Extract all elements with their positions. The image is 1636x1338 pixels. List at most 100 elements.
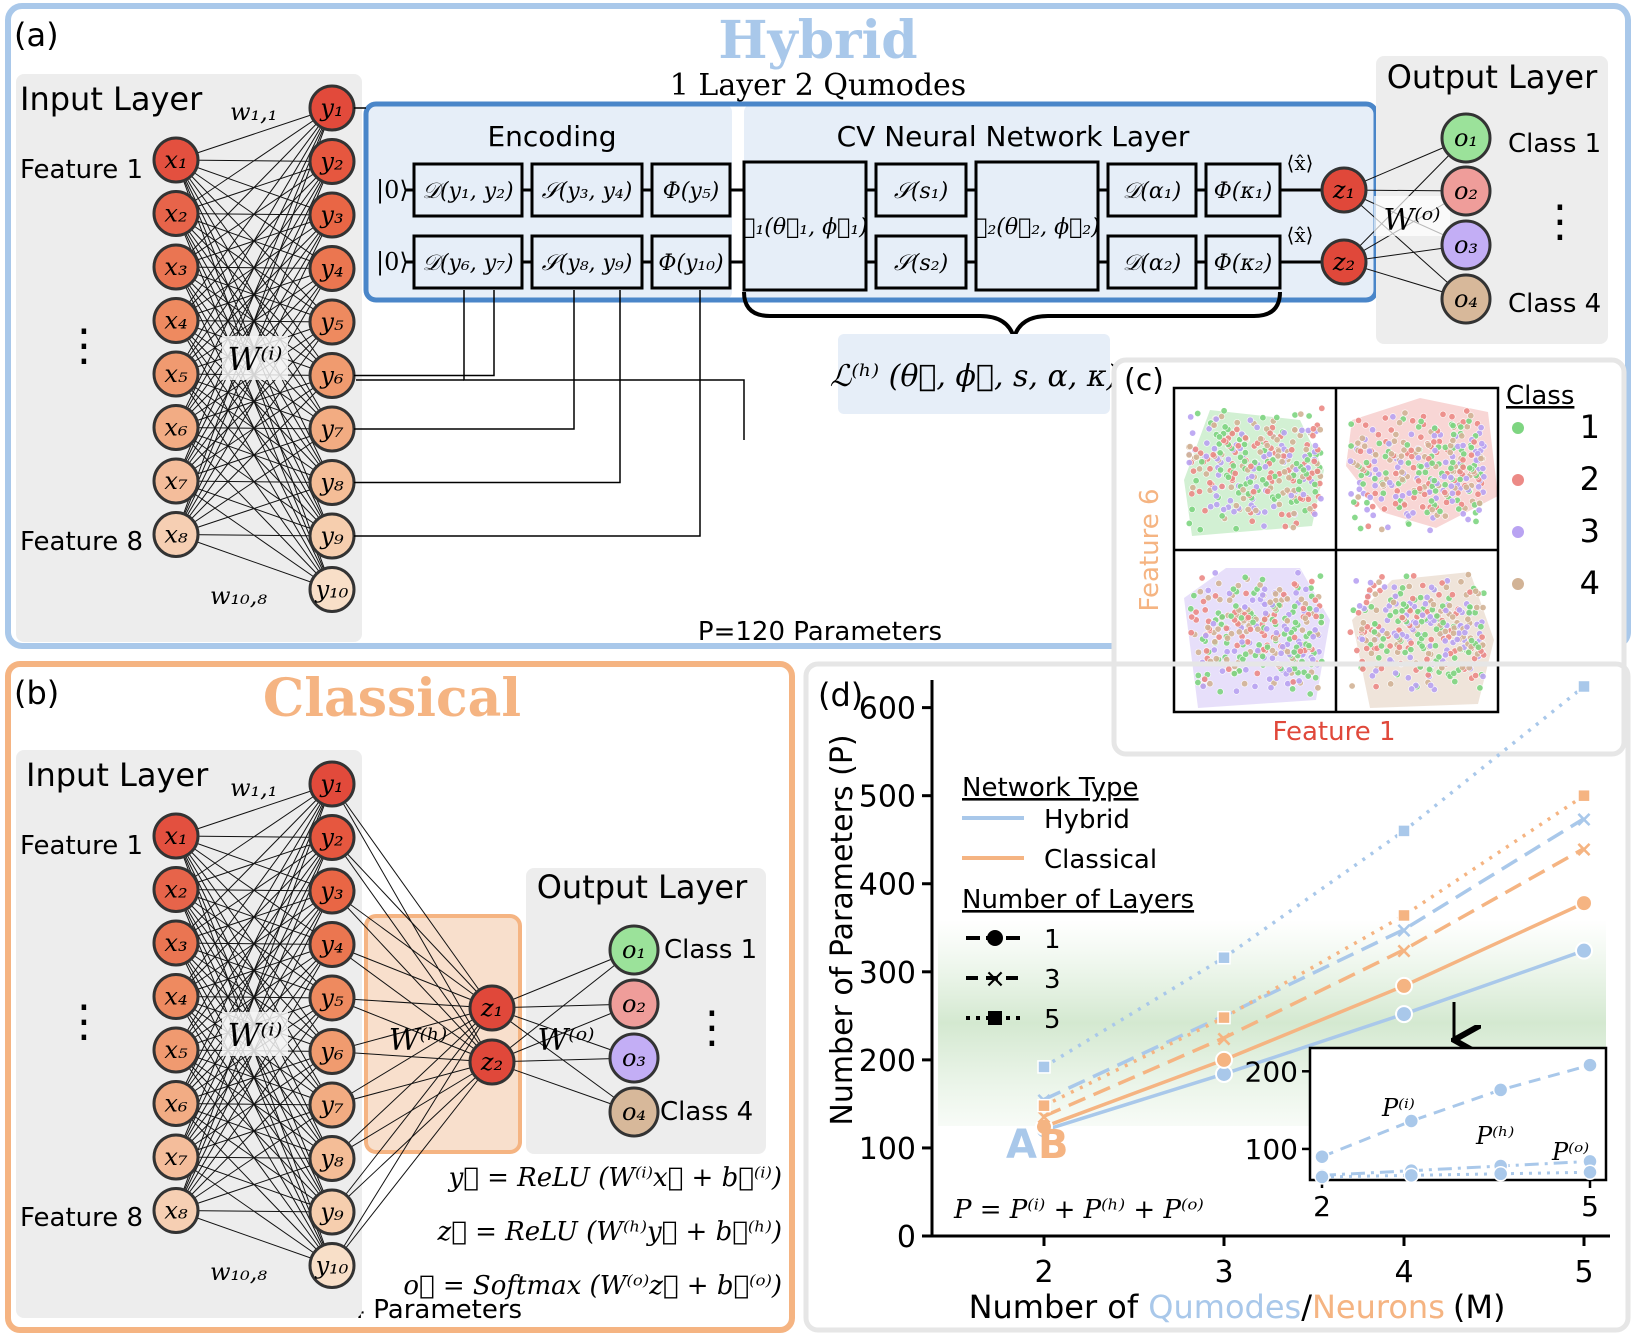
- inset-series-3: [1314, 1164, 1598, 1185]
- scatter-point: [1305, 642, 1313, 650]
- scatter-point: [1425, 650, 1433, 658]
- scatter-point: [1289, 685, 1297, 693]
- scatter-point: [1457, 423, 1465, 431]
- scatter-point: [1306, 505, 1314, 513]
- scatter-point: [1259, 575, 1267, 583]
- scatter-point: [1409, 417, 1417, 425]
- scatter-point: [1287, 492, 1295, 500]
- scatter-point: [1442, 651, 1450, 659]
- scatter-point: [1363, 506, 1371, 514]
- weight-last-label-b: w₁₀,₈: [210, 1258, 267, 1286]
- scatter-point: [1256, 448, 1264, 456]
- legend-layers-title: Number of Layers: [962, 885, 1194, 915]
- panel-a-tag: (a): [14, 16, 59, 54]
- svg-text:x₁: x₁: [164, 822, 187, 850]
- edge-x8-y1: [175, 107, 333, 535]
- scatter-point: [1274, 452, 1282, 460]
- scatter-point: [1378, 525, 1386, 533]
- scatter-point: [1392, 669, 1400, 677]
- scatter-point: [1474, 490, 1482, 498]
- scatter-point: [1234, 442, 1242, 450]
- scatter-point: [1317, 618, 1325, 626]
- input-weight-matrix-label: W⁽ⁱ⁾: [227, 340, 282, 378]
- scatter-point: [1404, 674, 1412, 682]
- measurement-1: ⟨x̂⟩: [1287, 151, 1314, 175]
- hidden-node-y2: y₂: [308, 138, 356, 185]
- scatter-point: [1363, 499, 1371, 507]
- scatter-point: [1309, 432, 1317, 440]
- scatter-point: [1192, 445, 1200, 453]
- svg-text:y₂: y₂: [319, 824, 343, 852]
- encode-wire-y6: [463, 290, 745, 440]
- scatter-point: [1460, 450, 1468, 458]
- scatter-point: [1255, 641, 1263, 649]
- scatter-point: [1226, 497, 1234, 505]
- encoding-label: Encoding: [487, 120, 616, 153]
- scatter-point: [1478, 440, 1486, 448]
- scatter-point: [1261, 508, 1269, 516]
- scatter-point: [1369, 426, 1377, 434]
- scatter-point: [1383, 647, 1391, 655]
- scatter-point: [1260, 522, 1268, 530]
- scatter-point: [1204, 586, 1212, 594]
- scatter-point: [1369, 503, 1377, 511]
- scatter-point: [1251, 682, 1259, 690]
- scatter-point: [1456, 606, 1464, 614]
- scatter-point: [1309, 425, 1317, 433]
- edge-x3-y1: [175, 107, 333, 268]
- scatter-point: [1398, 614, 1406, 622]
- svg-text:y₄: y₄: [319, 255, 343, 283]
- scatter-point: [1255, 464, 1263, 472]
- scatter-point: [1466, 588, 1474, 596]
- svg-text:x₂: x₂: [164, 876, 187, 904]
- input-node-x1: x₁: [152, 136, 200, 184]
- scatter-point: [1372, 451, 1380, 459]
- scatter-point: [1215, 633, 1223, 641]
- scatter-point: [1354, 439, 1362, 447]
- scatter-point: [1371, 475, 1379, 483]
- scatter-point: [1384, 523, 1392, 531]
- gate-phi2: Φ(κ₂): [1204, 234, 1282, 290]
- hidden-node-y7: y₇: [308, 1081, 356, 1129]
- scatter-point: [1441, 627, 1449, 635]
- scatter-point: [1450, 629, 1458, 637]
- scatter-point: [1357, 524, 1365, 532]
- scatter-point: [1313, 467, 1321, 475]
- scatter-point: [1407, 446, 1415, 454]
- scatter-point: [1283, 595, 1291, 603]
- scatter-point: [1318, 404, 1326, 412]
- edge-x6-y1: [175, 107, 333, 428]
- scatter-point: [1459, 456, 1467, 464]
- edge-x8-y6: [175, 375, 333, 535]
- scatter-point: [1280, 429, 1288, 437]
- scatter-point: [1390, 598, 1398, 606]
- gate-d-bottom: 𝒟(y₆, y₇): [412, 234, 524, 290]
- scatter-point: [1263, 625, 1271, 633]
- edge-y7-z1: [331, 1007, 493, 1106]
- scatter-point: [1295, 677, 1303, 685]
- inset-label-po: P⁽ᵒ⁾: [1551, 1138, 1589, 1166]
- scatter-point: [1279, 643, 1287, 651]
- scatter-point: [1455, 505, 1463, 513]
- scatter-point: [1292, 618, 1300, 626]
- scatter-point: [1310, 457, 1318, 465]
- scatter-point: [1298, 426, 1306, 434]
- class-first-label-b: Class 1: [664, 935, 757, 965]
- scatter-point: [1274, 492, 1282, 500]
- data-point: ×: [1215, 1027, 1233, 1052]
- svg-text:Φ(y₁₀): Φ(y₁₀): [658, 251, 723, 276]
- scatter-point: [1442, 458, 1450, 466]
- edge-x3-y1: [175, 783, 333, 944]
- scatter-point: [1351, 513, 1359, 521]
- scatter-point: [1472, 587, 1480, 595]
- scatter-point: [1254, 625, 1262, 633]
- scatter-point: [1395, 643, 1403, 651]
- scatter-point: [1463, 623, 1471, 631]
- feature-last-label: Feature 8: [20, 527, 143, 557]
- scatter-point: [1477, 455, 1485, 463]
- scatter-point: [1291, 411, 1299, 419]
- scatter-point: [1289, 523, 1297, 531]
- scatter-point: [1457, 578, 1465, 586]
- scatter-point: [1347, 442, 1355, 450]
